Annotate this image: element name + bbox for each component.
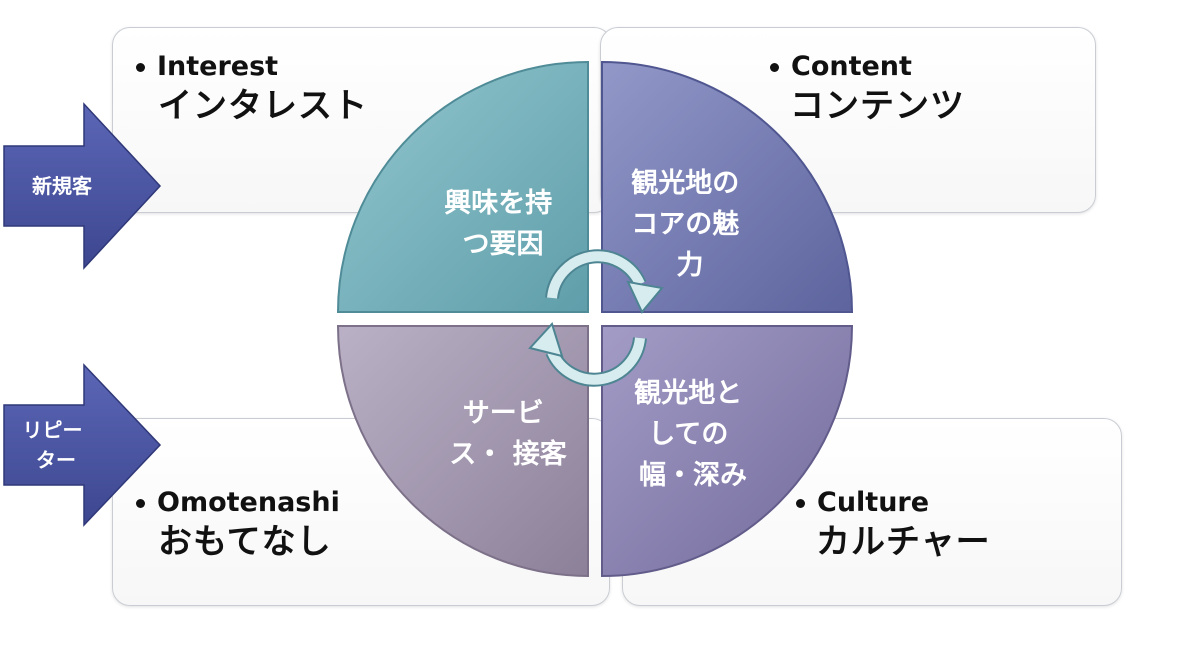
arrow-line: ター (36, 448, 76, 472)
new-customer-arrow: 新規客 (3, 102, 162, 270)
interest-label: Interest インタレスト (136, 50, 368, 128)
omotenashi-label: Omotenashi おもてなし (136, 486, 340, 564)
bullet-dot (796, 498, 805, 508)
content-label: Content コンテンツ (770, 50, 965, 128)
arrow-line: 新規客 (32, 174, 93, 198)
interest-en: Interest (157, 51, 279, 82)
repeater-text: リピー ター (23, 418, 90, 472)
segment-line: 観光地と (634, 377, 742, 409)
repeater-arrow: リピー ター (3, 363, 162, 527)
segment-line: つ要因 (463, 229, 544, 260)
segment-culture-text: 観光地と しての 幅・深み (634, 377, 751, 491)
segment-line: 観光地の (631, 167, 739, 199)
segment-content (601, 60, 854, 313)
new-customer-text: 新規客 (32, 174, 93, 198)
segment-line: 幅・深み (639, 460, 747, 491)
segment-culture (601, 325, 854, 578)
segment-interest (336, 60, 589, 313)
bullet-dot (136, 62, 145, 72)
culture-en: Culture (817, 487, 930, 518)
segment-line: 興味を持 (444, 188, 552, 219)
cycle-arrows-icon (528, 249, 664, 387)
segment-line: サービ (463, 398, 544, 429)
bullet-dot (136, 498, 145, 508)
arrow-line: リピー (23, 418, 83, 442)
content-jp: コンテンツ (790, 86, 965, 126)
culture-label: Culture カルチャー (796, 486, 991, 564)
bullet-dot (770, 62, 779, 72)
segment-omotenashi (336, 325, 589, 578)
segment-line: コアの魅 (631, 209, 739, 240)
segment-content-text: 観光地の コアの魅 力 (631, 167, 748, 281)
segment-line: ス・ 接客 (449, 438, 567, 470)
omotenashi-en: Omotenashi (157, 487, 340, 518)
content-en: Content (791, 51, 912, 82)
interest-jp: インタレスト (158, 86, 368, 126)
segment-omotenashi-text: サービ ス・ 接客 (449, 398, 567, 470)
omotenashi-jp: おもてなし (158, 522, 332, 562)
segment-interest-text: 興味を持 つ要因 (444, 188, 561, 260)
culture-jp: カルチャー (816, 522, 991, 562)
segment-line: 力 (677, 250, 704, 281)
segment-line: しての (648, 419, 728, 450)
